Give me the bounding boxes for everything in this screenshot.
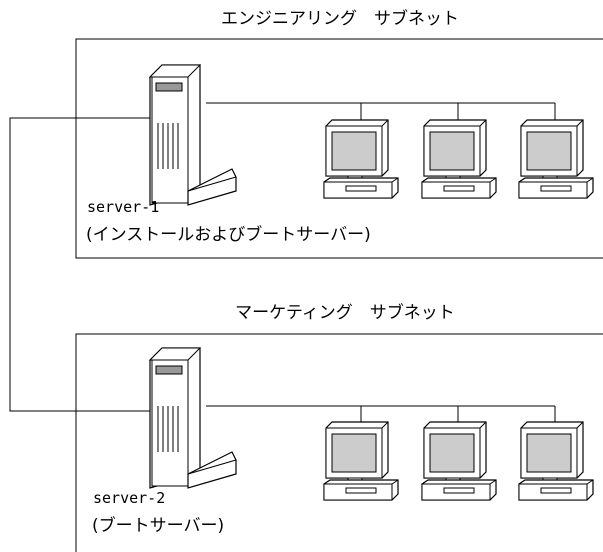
client-computer-icon [421,421,497,501]
subnet-title: エンジニアリング サブネット [221,8,459,29]
client-computer-icon [518,119,594,199]
server-icon [149,347,237,489]
client-computer-icon [518,421,594,501]
subnet-marketing: マーケティング サブネット server-2 (ブートサーバー) [75,302,603,552]
subnet-title: マーケティング サブネット [235,302,455,323]
server-name: server-2 [93,489,165,507]
server-icon [149,64,237,206]
server-name: server-1 [87,198,159,216]
client-computer-icon [323,421,399,501]
server-role: (ブートサーバー) [92,515,224,536]
subnet-engineering: エンジニアリング サブネット server-1 (インストールおよびブートサーバ… [75,8,603,259]
subnet-box [75,333,603,552]
client-computer-icon [421,119,497,199]
inter-subnet-link [9,117,150,412]
client-computer-icon [323,119,399,199]
subnet-box [75,38,603,259]
server-role: (インストールおよびブートサーバー) [86,224,371,245]
